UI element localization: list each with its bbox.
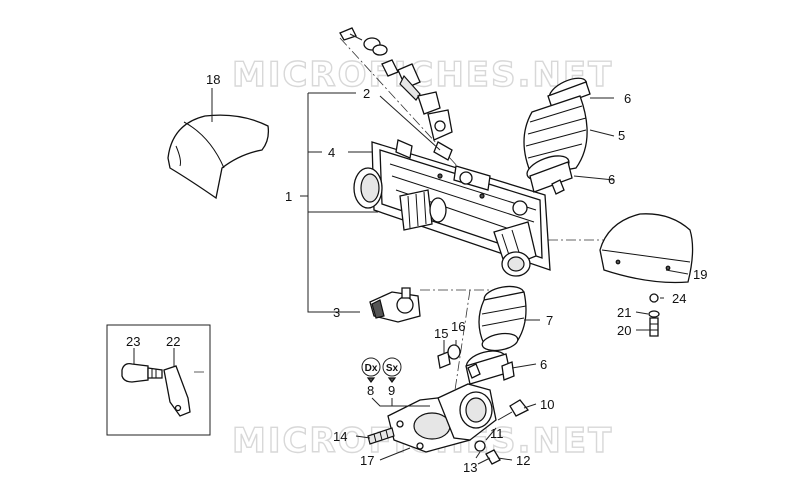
callout-16: 16 xyxy=(451,319,465,334)
callout-12: 12 xyxy=(516,453,530,468)
throttle-linkage xyxy=(339,27,453,161)
callout-19: 19 xyxy=(693,267,707,282)
cover-fixings xyxy=(648,293,660,337)
callout-3: 3 xyxy=(333,305,340,320)
callout-17: 17 xyxy=(360,453,374,468)
callout-7: 7 xyxy=(546,313,553,328)
intake-cover-left xyxy=(167,114,270,200)
callout-20: 20 xyxy=(617,323,631,338)
callout-11: 11 xyxy=(490,426,504,441)
callout-13: 13 xyxy=(463,460,477,475)
callout-23: 23 xyxy=(126,334,140,349)
callout-6-top: 6 xyxy=(624,91,631,106)
watermark-top: MICROFICHES.NET xyxy=(232,55,613,95)
callout-22: 22 xyxy=(166,334,180,349)
intake-manifold xyxy=(387,383,497,453)
fasteners xyxy=(367,363,530,465)
callout-21: 21 xyxy=(617,305,631,320)
callout-18: 18 xyxy=(206,72,220,87)
leader-lines xyxy=(133,88,689,461)
callout-14: 14 xyxy=(333,429,347,444)
callout-labels: 1 2 3 4 5 6 6 6 7 8 9 10 11 12 13 14 15 … xyxy=(126,72,707,475)
callout-1: 1 xyxy=(285,189,292,204)
side-markers: Dx Sx xyxy=(361,357,402,383)
marker-dx: Dx xyxy=(365,363,378,374)
lower-intake-hose xyxy=(465,285,527,385)
callout-24: 24 xyxy=(672,291,686,306)
throttle-position-sensor xyxy=(369,287,421,323)
centerline-throttle-spindle xyxy=(339,37,471,181)
centerline-manifold xyxy=(454,289,471,391)
callout-6-bottom: 6 xyxy=(540,357,547,372)
marker-sx: Sx xyxy=(386,363,399,374)
upper-intake-hose xyxy=(523,77,591,195)
callout-10: 10 xyxy=(540,397,554,412)
throttle-body xyxy=(353,139,551,277)
callout-9: 9 xyxy=(388,383,395,398)
callout-8: 8 xyxy=(367,383,374,398)
callout-4: 4 xyxy=(328,145,335,160)
intake-cover-right xyxy=(599,213,694,284)
callout-5: 5 xyxy=(618,128,625,143)
spacers-15-16 xyxy=(437,344,461,369)
callout-6-middle: 6 xyxy=(608,172,615,187)
inset-box xyxy=(106,324,211,436)
callout-2: 2 xyxy=(363,86,370,101)
callout-15: 15 xyxy=(434,326,448,341)
